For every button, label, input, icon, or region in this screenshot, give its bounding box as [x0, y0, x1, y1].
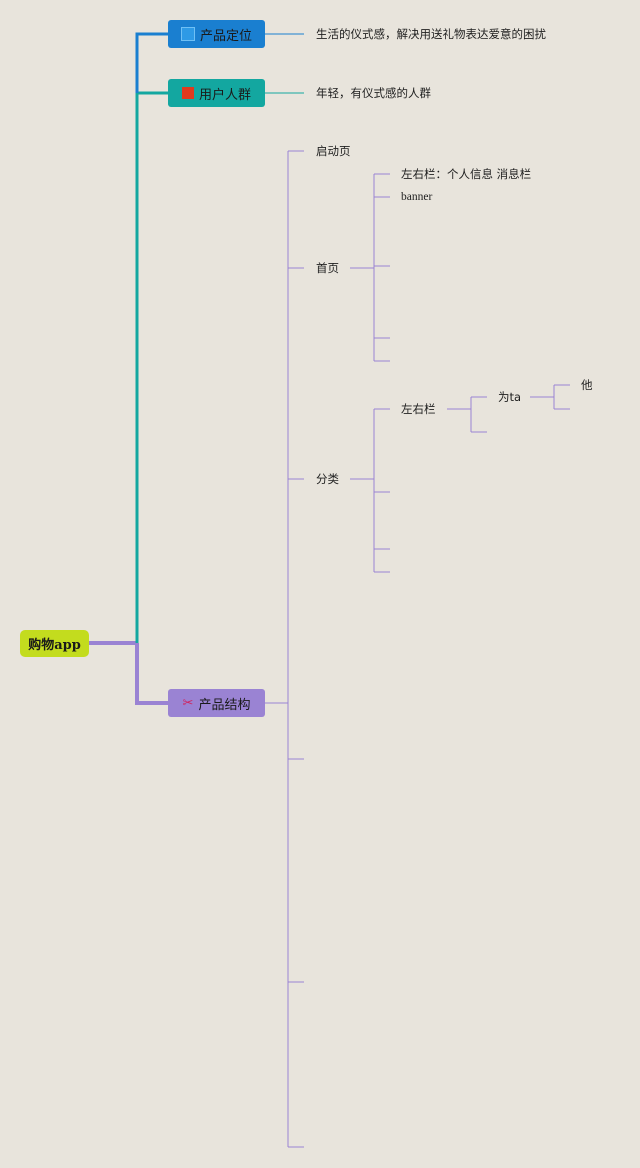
- sidebar-for-ta[interactable]: 为ta: [498, 390, 522, 404]
- positioning-detail[interactable]: 生活的仪式感，解决用送礼物表达爱意的困扰: [316, 27, 546, 41]
- blue-square-icon: [180, 27, 195, 41]
- home-banner[interactable]: banner: [401, 191, 433, 203]
- topic-label: 产品结构: [198, 697, 251, 713]
- home-sidebars[interactable]: 左右栏：个人信息 消息栏: [401, 167, 532, 181]
- connector-trunk-structure: [135, 643, 168, 705]
- topic-user-group[interactable]: 用户人群: [168, 79, 265, 107]
- users-detail[interactable]: 年轻，有仪式感的人群: [316, 86, 431, 100]
- red-flag-icon: [181, 87, 194, 99]
- structure-category[interactable]: 分类: [316, 472, 339, 486]
- root-node[interactable]: 购物app: [20, 630, 89, 657]
- for-ta-him[interactable]: 他: [581, 378, 593, 392]
- tools-icon: ✂: [182, 695, 194, 711]
- topic-label: 产品定位: [199, 28, 252, 44]
- structure-start-page[interactable]: 启动页: [316, 144, 351, 158]
- connector-trunk-users: [135, 91, 168, 643]
- topic-product-structure[interactable]: ✂ 产品结构: [168, 689, 265, 717]
- structure-home[interactable]: 首页: [316, 261, 339, 275]
- topic-label: 用户人群: [198, 87, 251, 103]
- topic-product-positioning[interactable]: 产品定位: [168, 20, 265, 48]
- root-node-label: 购物app: [28, 638, 81, 653]
- connector-trunk-position: [135, 32, 168, 93]
- category-sidebars[interactable]: 左右栏: [401, 402, 436, 416]
